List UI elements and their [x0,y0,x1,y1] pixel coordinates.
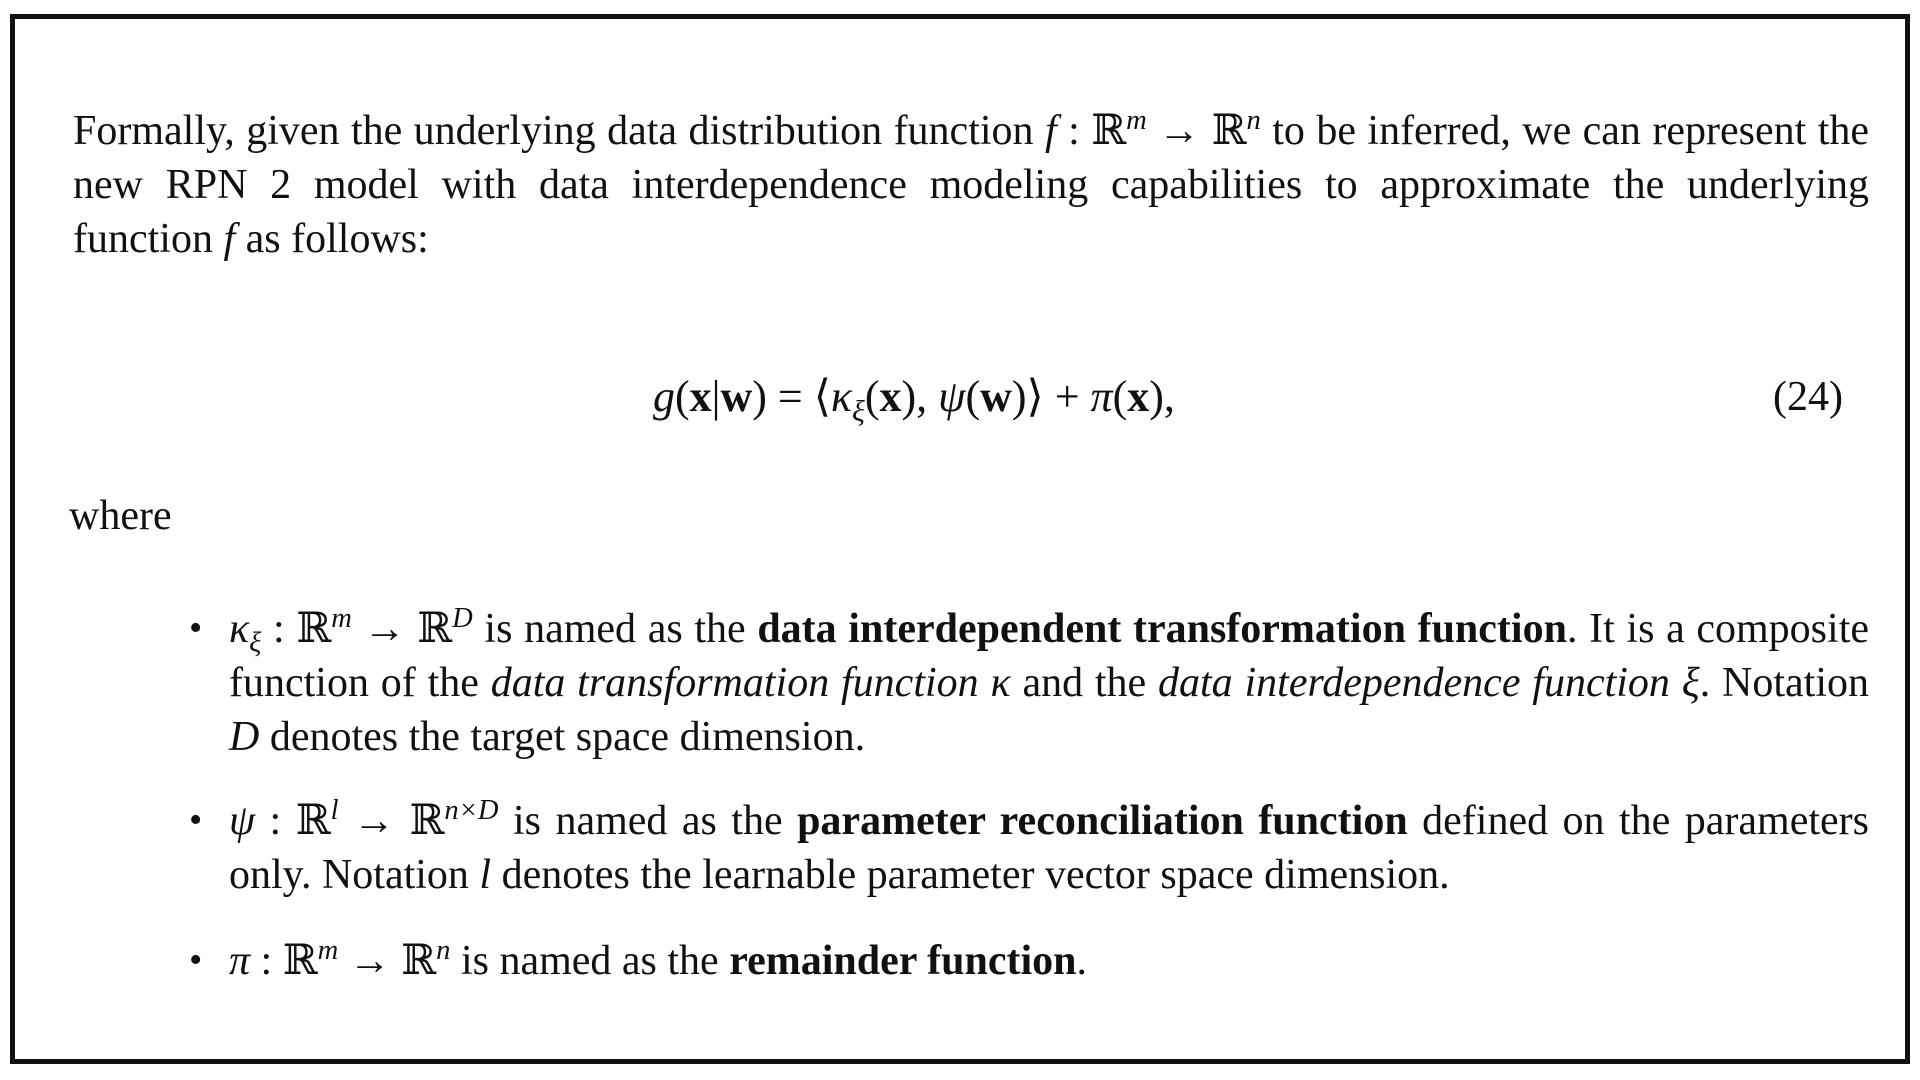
eq-x-3: x [1127,372,1150,421]
eq-open-4: ( [1112,372,1128,421]
eq-w: w [720,372,753,421]
eq-close-4: ), [1149,372,1175,421]
b2-codomain-exp: n×D [444,795,499,826]
equation-body: g(x|w) = ⟨κξ(x), ψ(w)⟩ + π(x), [653,367,1175,427]
b3-bold-term: remainder function [729,938,1077,984]
b1-sym-3: ξ [1669,660,1700,706]
b1-sym: κ [229,606,250,652]
b3-sym: π [229,938,251,984]
equation-number: (24) [1773,374,1843,420]
b1-italic-1: data transformation function [490,660,979,706]
b1-italic-2: data interdependence function [1158,660,1670,706]
b1-text-c: and the [1010,660,1159,706]
eq-close-3: )⟩ + [1011,372,1091,421]
b3-domain: ℝ [282,935,318,984]
eq-open-3: ( [965,372,981,421]
b3-arrow: → [338,938,402,984]
b2-colon: : [255,798,296,844]
b3-codomain-exp: n [436,935,451,966]
intro-text-1: Formally, given the underlying data dist… [73,108,1045,154]
b1-codomain-exp: D [452,603,473,634]
math-real-codomain: ℝ [1211,105,1247,154]
b1-arrow: → [351,606,418,652]
bullet-marker: • [189,607,203,649]
eq-open: ( [675,372,690,421]
b2-text-c: denotes the learnable parameter vector s… [491,852,1450,898]
equation-24: g(x|w) = ⟨κξ(x), ψ(w)⟩ + π(x), (24) [15,367,1905,427]
b1-text-d: . Notation [1699,660,1870,706]
b2-text-b: defined on the parameters only. Notation [229,798,1869,898]
list-item-kappa: • κξ : ℝm → ℝD is named as the data inte… [189,601,1870,764]
b1-domain-exp: m [331,603,352,634]
math-colon: : [1056,108,1092,154]
b2-bold-term: parameter reconciliation function [797,798,1408,844]
b1-sym-sub: ξ [249,627,262,659]
b2-arrow: → [338,798,410,844]
b2-domain: ℝ [295,795,331,844]
b2-codomain: ℝ [409,795,445,844]
b1-colon: : [261,606,297,652]
b1-domain: ℝ [296,603,332,652]
math-f-2: f [223,216,236,262]
intro-text-3: as follows: [235,216,429,262]
b1-sym-2: κ [978,660,1011,706]
b3-text-a: is named as the [450,938,730,984]
b3-domain-exp: m [317,935,339,966]
eq-psi: ψ [938,372,966,421]
eq-xi-sub: ξ [852,394,865,428]
eq-w-2: w [980,372,1012,421]
b1-sym-4: D [229,714,260,760]
b1-codomain: ℝ [417,603,453,652]
eq-close-2: ), [901,372,939,421]
b1-text-a: is named as the [472,606,758,652]
eq-g: g [653,372,675,421]
intro-paragraph: Formally, given the underlying data dist… [73,103,1869,266]
eq-bar: | [711,372,721,421]
b2-sym: ψ [229,798,256,844]
eq-close-eq: ) = ⟨ [752,372,831,421]
math-arrow: → [1146,108,1212,154]
eq-x-2: x [879,372,902,421]
bullet-marker: • [189,799,203,841]
eq-pi: π [1090,372,1113,421]
math-real-domain-exp: m [1126,105,1147,136]
b1-bold-term: data interdependent transformation funct… [757,606,1567,652]
b3-codomain: ℝ [401,935,437,984]
b1-text-e: denotes the target space dimension. [259,714,866,760]
eq-open-2: ( [864,372,880,421]
b2-text-a: is named as the [498,798,798,844]
where-label: where [69,493,172,539]
math-real-domain: ℝ [1091,105,1127,154]
list-item-pi: • π : ℝm → ℝn is named as the remainder … [189,933,1869,988]
bullet-marker: • [189,939,203,981]
b1-text-b: . It is a composite function of the [229,606,1869,706]
document-frame: Formally, given the underlying data dist… [10,14,1910,1064]
intro-text-2: to be inferred, we can represent the new… [73,108,1870,262]
math-f: f [1044,108,1057,154]
eq-x: x [689,372,712,421]
list-item-psi: • ψ : ℝl → ℝn×D is named as the paramete… [189,793,1869,902]
b2-sym-2: l [479,852,492,898]
b3-colon: : [250,938,283,984]
eq-kappa: κ [830,372,853,421]
b2-domain-exp: l [330,795,339,826]
b3-text-b: . [1076,938,1087,984]
math-real-codomain-exp: n [1246,105,1261,136]
